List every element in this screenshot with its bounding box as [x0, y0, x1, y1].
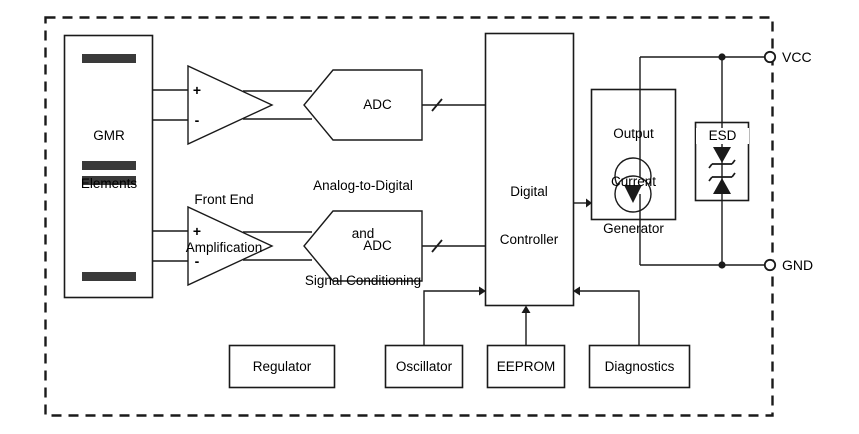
- diagnostics-to-controller-wire: [580, 290, 640, 346]
- front-end-caption-line1: Front End: [194, 191, 254, 207]
- gnd-pin-label: GND: [782, 257, 814, 273]
- front-end-amplification-caption: Front End Amplification: [157, 160, 291, 287]
- analog-to-digital-caption-line2: and: [351, 225, 375, 241]
- amp-bottom-minus-label: -: [194, 253, 200, 269]
- adc-bottom-bus-slash-icon: [431, 239, 443, 253]
- digital-controller-box: [484, 32, 575, 307]
- amp-top-plus-label: +: [192, 82, 202, 98]
- vcc-pin-label: VCC: [782, 49, 812, 65]
- eeprom-box: [486, 344, 566, 389]
- adc-bottom-shape: [303, 210, 423, 282]
- amp-top-minus-label: -: [194, 112, 200, 128]
- ocg-label-line2: Current: [610, 173, 656, 189]
- gmr-elements-label: GMR Elements: [64, 96, 154, 223]
- gmr-elements-label-line1: GMR: [93, 127, 125, 143]
- analog-to-digital-caption: Analog-to-Digital and Signal Conditionin…: [284, 146, 442, 321]
- eeprom-label: EEPROM: [496, 359, 556, 374]
- adc-top-label: ADC: [363, 97, 392, 112]
- ic-package-boundary: [44, 16, 774, 417]
- oscillator-box: [384, 344, 464, 389]
- ocg-label-line3: Generator: [603, 221, 664, 237]
- esd-zener-tick-upper-right-icon: [731, 159, 736, 165]
- analog-to-digital-caption-line1: Analog-to-Digital: [313, 177, 413, 193]
- oscillator-to-controller-arrowhead-icon: [479, 286, 486, 296]
- amplifier-bottom: [187, 205, 274, 287]
- digital-controller-label-line2: Controller: [499, 231, 559, 247]
- esd-zener-tick-lower-left-icon: [708, 176, 713, 182]
- regulator-label: Regulator: [252, 359, 312, 374]
- gmr-bar-2: [82, 161, 136, 170]
- eeprom-to-controller-arrowhead-icon: [521, 305, 531, 313]
- oscillator-label: Oscillator: [395, 359, 453, 374]
- digital-controller-label-line1: Digital: [510, 183, 548, 199]
- diagnostics-label: Diagnostics: [604, 359, 675, 374]
- output-current-generator-label: Output Current Generator: [591, 94, 676, 269]
- output-current-generator-box: [590, 88, 677, 221]
- gmr-bar-4: [82, 272, 136, 281]
- amp-bottom-plus-label: +: [192, 223, 202, 239]
- regulator-box: [228, 344, 336, 389]
- analog-to-digital-caption-line3: Signal Conditioning: [304, 273, 422, 289]
- esd-zener-tick-lower-right-icon: [731, 172, 736, 178]
- vcc-pin-terminal[interactable]: [763, 50, 777, 64]
- current-direction-arrow-icon: [624, 185, 642, 203]
- adc-top-bus-slash-icon: [431, 98, 443, 112]
- ocg-label-line1: Output: [613, 125, 654, 141]
- diagnostics-to-controller-arrowhead-icon: [573, 286, 580, 296]
- amplifier-top: [187, 64, 274, 146]
- gmr-bar-3: [82, 176, 136, 185]
- gmr-bar-1: [82, 54, 136, 63]
- controller-to-ocg-arrowhead-icon: [586, 198, 592, 208]
- front-end-caption-line2: Amplification: [185, 239, 263, 255]
- gnd-pin-terminal[interactable]: [763, 258, 777, 272]
- esd-zener-tick-upper-left-icon: [708, 163, 713, 169]
- diagnostics-box: [588, 344, 691, 389]
- adc-bottom-label: ADC: [363, 238, 392, 253]
- adc-top-shape: [303, 69, 423, 141]
- oscillator-to-controller-wire: [423, 290, 479, 346]
- esd-zener-diode-lower-icon: [713, 178, 731, 194]
- esd-zener-diode-upper-icon: [713, 147, 731, 163]
- esd-label: ESD: [696, 128, 749, 144]
- gmr-elements-label-line2: Elements: [80, 175, 138, 191]
- digital-controller-label: Digital Controller: [484, 152, 574, 279]
